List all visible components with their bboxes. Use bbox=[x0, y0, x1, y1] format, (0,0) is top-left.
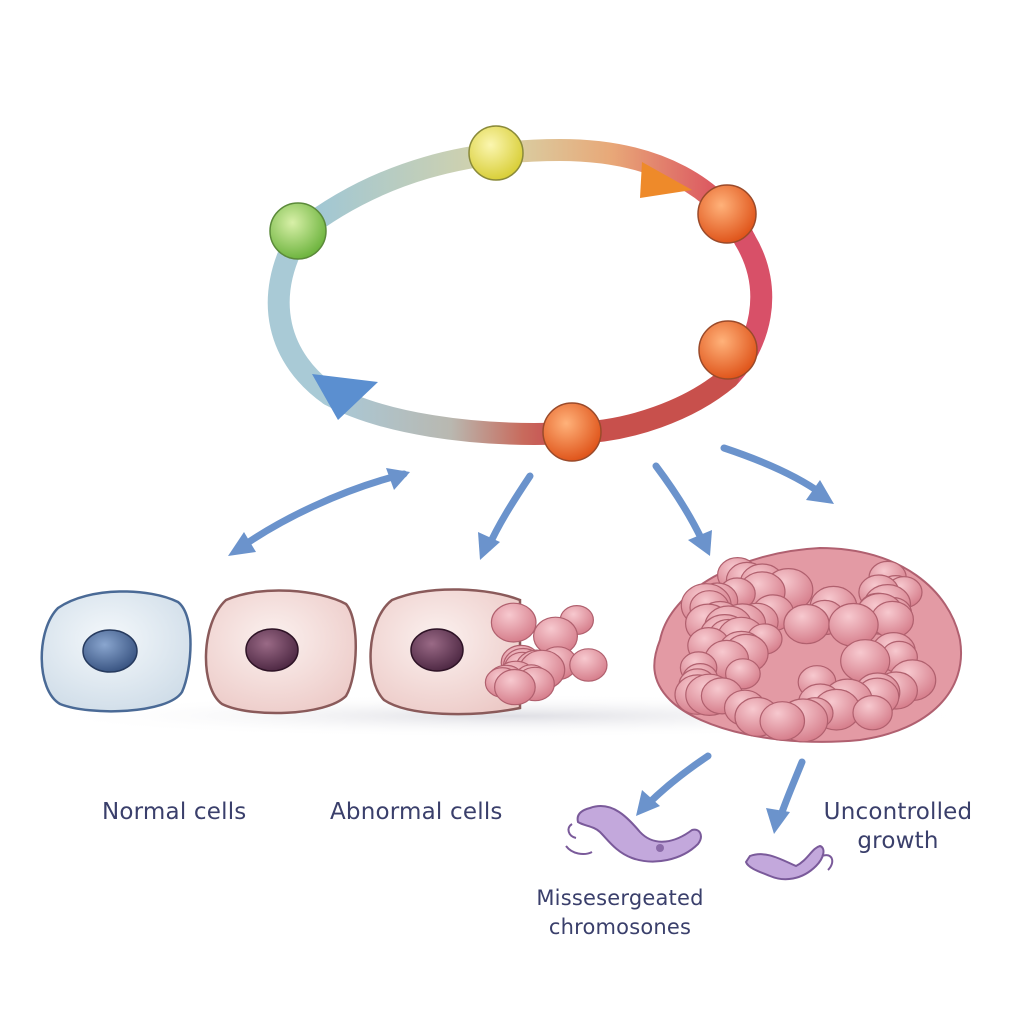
normal-cells-label: Normal cells bbox=[102, 799, 247, 825]
missegregated-chromosome-2 bbox=[744, 844, 834, 881]
tumor-cell-blob bbox=[569, 648, 608, 682]
tumor-mass bbox=[653, 546, 963, 743]
arrow-to-abnormal bbox=[478, 472, 534, 560]
uncontrolled-growth-line-1: Uncontrolled bbox=[823, 799, 973, 825]
phase-node-green bbox=[269, 202, 327, 260]
uncontrolled-growth-line-2: growth bbox=[857, 828, 939, 854]
normal-cell bbox=[40, 590, 192, 713]
abnormal-cell-nucleus bbox=[245, 628, 299, 672]
arrow-to-chromosomes bbox=[636, 752, 712, 816]
arrow-to-normal bbox=[228, 468, 410, 556]
transforming-cell-growth bbox=[484, 602, 608, 706]
transforming-cell bbox=[369, 588, 608, 716]
cycle-arrow-blue bbox=[312, 374, 378, 420]
abnormal-cells-label: Abnormal cells bbox=[330, 799, 503, 825]
arrow-to-tumor-1 bbox=[652, 462, 712, 556]
normal-cell-nucleus bbox=[82, 629, 138, 673]
tumor-cell-blob bbox=[852, 695, 893, 731]
missegregated-line-2: chromosones bbox=[548, 915, 692, 939]
cycle-arrow-orange bbox=[640, 162, 692, 198]
missegregated-chromosomes-label: Missesergeated chromosones bbox=[520, 884, 720, 942]
tumor-cells bbox=[674, 556, 937, 743]
tumor-cell-blob bbox=[494, 668, 536, 706]
phase-node-yellow bbox=[468, 125, 524, 181]
arrow-to-tumor-2 bbox=[720, 444, 834, 504]
phase-node-orange-2 bbox=[698, 320, 758, 380]
phase-node-orange-1 bbox=[697, 184, 757, 244]
tumor-cell-blob bbox=[759, 701, 806, 741]
missegregated-chromosome-1 bbox=[565, 805, 702, 863]
uncontrolled-growth-label: Uncontrolled growth bbox=[818, 798, 978, 856]
tumor-cell-blob bbox=[490, 602, 537, 643]
abnormal-cell bbox=[204, 589, 357, 715]
tumor-cell-blob bbox=[783, 603, 830, 645]
arrow-to-growth bbox=[766, 758, 806, 834]
transforming-cell-nucleus bbox=[410, 628, 464, 672]
phase-node-orange-3 bbox=[542, 402, 602, 462]
missegregated-line-1: Missesergeated bbox=[536, 886, 704, 910]
